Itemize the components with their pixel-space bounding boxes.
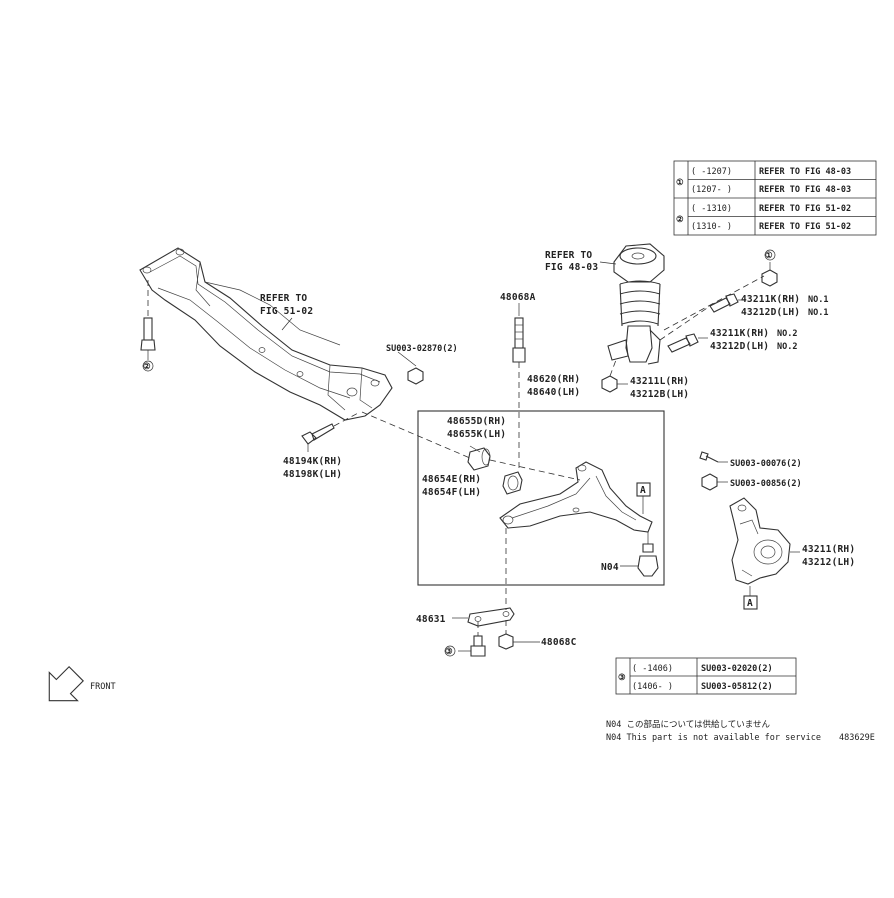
circle-3-marker <box>444 645 456 657</box>
48654e-label-rh: 48654E(RH) <box>422 474 481 485</box>
bracket-bolt <box>458 622 486 657</box>
marker-a-arm-label: A <box>640 485 646 496</box>
48198k-label-lh: 48198K(LH) <box>283 469 342 480</box>
reference-table-1-2: ① ② ( -1207) REFER TO FIG 48-03 (1207- )… <box>673 160 877 236</box>
front-arrow-icon <box>48 666 84 702</box>
table1-row2-range: (1207- ) <box>691 185 732 195</box>
48194k-label-rh: 48194K(RH) <box>283 456 342 467</box>
su003-02870-label: SU003-02870(2) <box>386 344 458 354</box>
48631-label: 48631 <box>416 614 446 625</box>
table1-row1-range: ( -1207) <box>691 167 732 177</box>
43212d-no1-label: 43212D(LH) <box>741 307 800 318</box>
bushing-48655 <box>467 445 491 471</box>
table2-row1-range: ( -1310) <box>691 204 732 214</box>
table3-marker: ③ <box>618 673 626 683</box>
figure-code: 483629E <box>839 733 875 743</box>
43212d-no1-suffix: NO.1 <box>808 308 828 318</box>
refer-fig-48-03-line2: FIG 48-03 <box>545 262 598 273</box>
lower-control-arm <box>361 411 653 533</box>
circle-1-marker <box>764 249 776 261</box>
43212d-no2-label: 43212D(LH) <box>710 341 769 352</box>
43211k-no2-label: 43211K(RH) <box>710 328 769 339</box>
front-label: FRONT <box>90 682 116 692</box>
table3-row1-part: SU003-02020(2) <box>701 664 773 674</box>
strut-top-nut <box>761 262 778 287</box>
table1-row2-ref: REFER TO FIG 48-03 <box>759 185 851 195</box>
su003-00076-label: SU003-00076(2) <box>730 459 802 469</box>
ball-joint-n04 <box>620 532 659 577</box>
circle-2-label: ② <box>143 362 151 372</box>
48655d-label-rh: 48655D(RH) <box>447 416 506 427</box>
48654f-label-lh: 48654F(LH) <box>422 487 481 498</box>
su003-00856-label: SU003-00856(2) <box>730 479 802 489</box>
marker-a-knuckle <box>743 595 758 610</box>
bracket-48631 <box>452 607 515 627</box>
table2-marker: ② <box>676 215 684 225</box>
table2-row2-range: (1310- ) <box>691 222 732 232</box>
steering-knuckle <box>729 497 800 585</box>
48655k-label-lh: 48655K(LH) <box>447 429 506 440</box>
subframe-bolt <box>140 280 156 360</box>
table3-row2-part: SU003-05812(2) <box>701 682 773 692</box>
note-english: N04 This part is not available for servi… <box>606 733 821 743</box>
table1-row1-ref: REFER TO FIG 48-03 <box>759 167 851 177</box>
48068a-label: 48068A <box>500 292 536 303</box>
nut-43211l <box>601 359 628 393</box>
reference-table-3: ③ ( -1406) SU003-02020(2) (1406- ) SU003… <box>615 657 797 695</box>
48640-label-lh: 48640(LH) <box>527 387 580 398</box>
n04-label: N04 <box>601 562 619 573</box>
strut-bolt-upper <box>709 293 742 313</box>
table3-row2-range: (1406- ) <box>632 682 673 692</box>
43212d-no2-suffix: NO.2 <box>777 342 797 352</box>
strut-bolt-lower <box>667 333 708 353</box>
refer-fig-51-02-line1: REFER TO <box>260 293 307 304</box>
table1-marker: ① <box>676 178 684 188</box>
circle-2-marker <box>142 360 154 372</box>
subframe-nut <box>397 351 424 385</box>
pin-su003-00076 <box>699 451 728 463</box>
table2-row1-ref: REFER TO FIG 51-02 <box>759 204 851 214</box>
circle-1-label: ① <box>765 251 773 261</box>
43211-label-rh: 43211(RH) <box>802 544 855 555</box>
marker-a-knuckle-label: A <box>747 598 753 609</box>
table3-row1-range: ( -1406) <box>632 664 673 674</box>
refer-fig-48-03-line1: REFER TO <box>545 250 592 261</box>
front-subframe <box>139 247 393 421</box>
43212-label-lh: 43212(LH) <box>802 557 855 568</box>
43211k-no1-label: 43211K(RH) <box>741 294 800 305</box>
48068c-label: 48068C <box>541 637 577 648</box>
bolt-48194k <box>301 411 361 452</box>
marker-a-arm <box>636 482 651 497</box>
refer-fig-51-02-line2: FIG 51-02 <box>260 306 313 317</box>
bolt-48068a <box>512 317 526 470</box>
bushing-48654 <box>502 471 523 495</box>
lower-arm-detail-box <box>417 410 665 586</box>
circle-3-label: ③ <box>445 647 453 657</box>
48620-label-rh: 48620(RH) <box>527 374 580 385</box>
43212b-label-lh: 43212B(LH) <box>630 389 689 400</box>
strut-assembly <box>607 243 765 365</box>
note-japanese: N04 この部品については供給していません <box>606 719 771 730</box>
nut-48068c <box>498 620 540 650</box>
nut-su003-00856 <box>701 473 728 491</box>
43211k-no2-suffix: NO.2 <box>777 329 797 339</box>
table2-row2-ref: REFER TO FIG 51-02 <box>759 222 851 232</box>
43211k-no1-suffix: NO.1 <box>808 295 828 305</box>
43211l-label-rh: 43211L(RH) <box>630 376 689 387</box>
